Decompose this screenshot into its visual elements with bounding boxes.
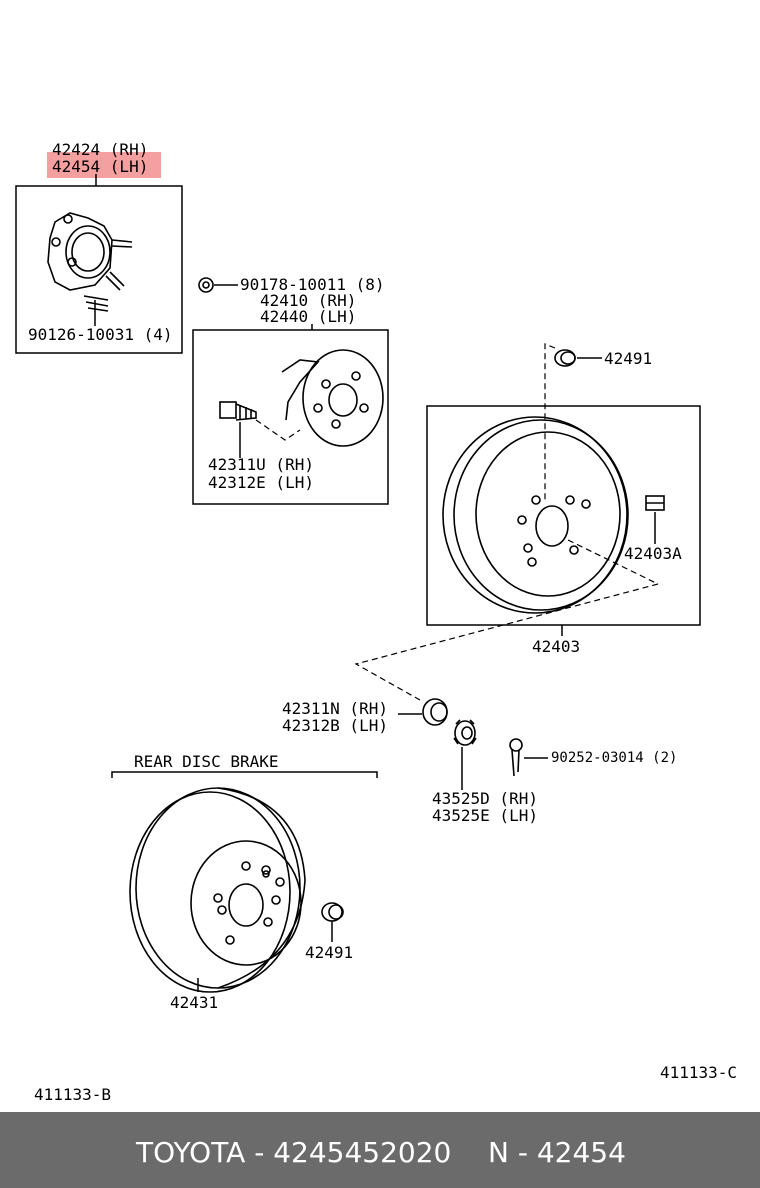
label-42491-top[interactable]: 42491 [604, 349, 652, 368]
plug-drawing-top[interactable] [554, 349, 576, 367]
label-42424-rh[interactable]: 42424 (RH) [52, 140, 148, 159]
brake-disc-drawing[interactable] [129, 787, 306, 993]
label-42431[interactable]: 42431 [170, 993, 218, 1012]
label-90252-03014[interactable]: 90252-03014 (2) [551, 750, 677, 766]
label-43525d-rh[interactable]: 43525D (RH) [432, 789, 538, 808]
hub-assembly-box [15, 185, 183, 354]
label-42403[interactable]: 42403 [532, 637, 580, 656]
nut-drawing[interactable] [198, 277, 214, 293]
clip-drawing[interactable] [645, 495, 665, 511]
label-90178-10011[interactable]: 90178-10011 (8) [240, 275, 385, 294]
label-42312e-lh[interactable]: 42312E (LH) [208, 473, 314, 492]
hub-nut-drawing[interactable] [422, 698, 448, 726]
section-title-rear-disc-brake: REAR DISC BRAKE [134, 752, 279, 771]
footer-reference: N - 42454 [488, 1136, 626, 1169]
label-42454-lh[interactable]: 42454 (LH) [52, 157, 148, 176]
hub-bearing-drawing[interactable] [47, 212, 133, 312]
label-42311u-rh[interactable]: 42311U (RH) [208, 455, 314, 474]
figure-code-b: 411133-B [34, 1085, 111, 1104]
brake-drum-drawing[interactable] [442, 416, 629, 614]
cotter-pin-drawing[interactable] [509, 738, 523, 777]
label-42410-rh[interactable]: 42410 (RH) [260, 291, 356, 310]
parts-diagram: 42424 (RH) 42454 (LH) 90126-10031 (4) 90… [15, 140, 737, 1104]
label-43525e-lh[interactable]: 43525E (LH) [432, 806, 538, 825]
selected-part-highlight [47, 152, 161, 178]
drum-box [426, 405, 701, 626]
label-42403a[interactable]: 42403A [624, 544, 682, 563]
stud-drawing[interactable] [219, 401, 257, 421]
axle-hub-box [192, 329, 389, 505]
label-42312b-lh[interactable]: 42312B (LH) [282, 716, 388, 735]
footer-bar: TOYOTA - 4245452020 N - 42454 [0, 1112, 760, 1188]
plug-drawing-bottom[interactable] [321, 902, 344, 922]
label-42440-lh[interactable]: 42440 (LH) [260, 307, 356, 326]
lock-nut-drawing[interactable] [453, 719, 477, 746]
axle-hub-drawing[interactable] [281, 349, 384, 447]
figure-code-c: 411133-C [660, 1063, 737, 1082]
label-90126-10031[interactable]: 90126-10031 (4) [28, 325, 173, 344]
label-42311n-rh[interactable]: 42311N (RH) [282, 699, 388, 718]
footer-part-number: TOYOTA - 4245452020 [136, 1136, 452, 1169]
label-42491-bottom[interactable]: 42491 [305, 943, 353, 962]
